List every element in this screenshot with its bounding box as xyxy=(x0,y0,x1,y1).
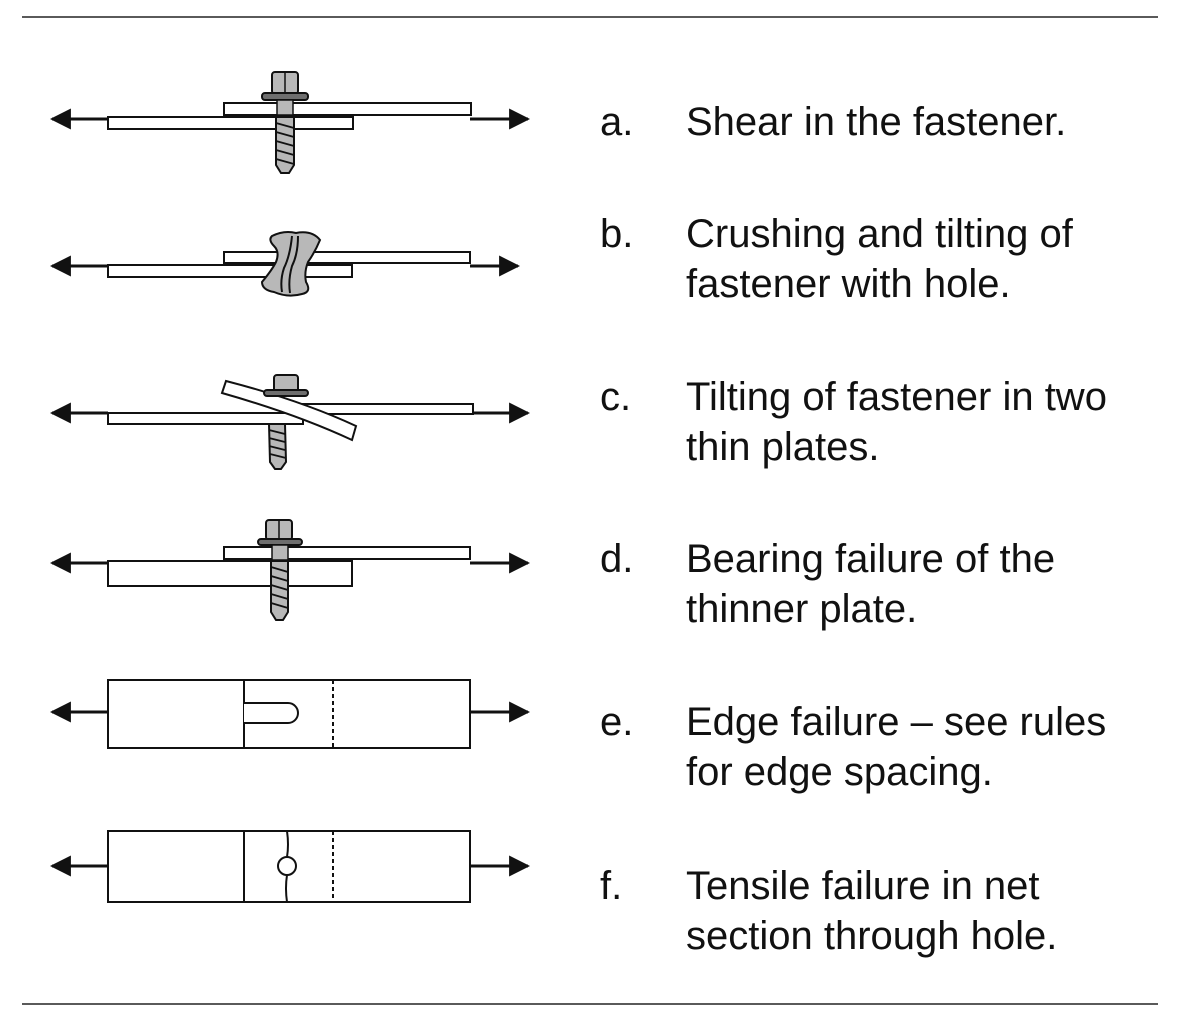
plate-icon xyxy=(223,102,472,116)
plate-icon xyxy=(223,546,471,560)
item-letter: c. xyxy=(600,375,632,419)
item-text-line: thin plates. xyxy=(686,425,880,469)
diagram-c-tilting xyxy=(49,374,531,470)
plate-icon xyxy=(223,251,471,264)
screw-icon xyxy=(260,231,322,297)
hole-icon xyxy=(277,856,297,876)
item-text: Tensile failure in net section through h… xyxy=(686,861,1156,961)
item-text-line: section through hole. xyxy=(686,914,1058,958)
item-letter: e. xyxy=(600,700,634,744)
plate-icon xyxy=(107,116,354,130)
plate-icon xyxy=(107,264,353,278)
item-text-line: fastener with hole. xyxy=(686,262,1011,306)
bottom-rule xyxy=(22,1003,1158,1005)
item-text-line: Tilting of fastener in two xyxy=(686,375,1107,419)
diagram-b-crushing xyxy=(49,231,521,297)
item-text: Edge failure – see rules for edge spacin… xyxy=(686,697,1156,797)
item-letter: a. xyxy=(600,100,634,144)
item-letter: d. xyxy=(600,537,634,581)
item-text: Bearing failure of the thinner plate. xyxy=(686,534,1156,634)
item-text-line: thinner plate. xyxy=(686,587,918,631)
item-text-line: for edge spacing. xyxy=(686,750,993,794)
diagram-e-edge xyxy=(49,679,531,749)
plate-icon xyxy=(107,412,304,425)
screw-icon xyxy=(263,374,309,470)
item-text-line: Tensile failure in net xyxy=(686,864,1040,908)
hole-icon xyxy=(244,702,299,724)
item-text-line: Crushing and tilting of xyxy=(686,212,1073,256)
screw-icon xyxy=(257,519,303,621)
item-letter: b. xyxy=(600,212,634,256)
diagram-a-shear xyxy=(49,71,531,174)
item-text-line: Bearing failure of the xyxy=(686,537,1056,581)
top-rule xyxy=(22,16,1158,18)
item-letter: f. xyxy=(600,864,623,908)
item-text-line: Shear in the fastener. xyxy=(686,100,1067,144)
item-text: Tilting of fastener in two thin plates. xyxy=(686,372,1156,472)
item-text: Crushing and tilting of fastener with ho… xyxy=(686,209,1156,309)
diagram-f-tensile xyxy=(49,830,531,903)
plate-icon xyxy=(107,560,353,587)
item-text-line: Edge failure – see rules xyxy=(686,700,1107,744)
item-text: Shear in the fastener. xyxy=(686,97,1156,147)
diagram-d-bearing xyxy=(49,519,531,621)
screw-icon xyxy=(261,71,309,174)
